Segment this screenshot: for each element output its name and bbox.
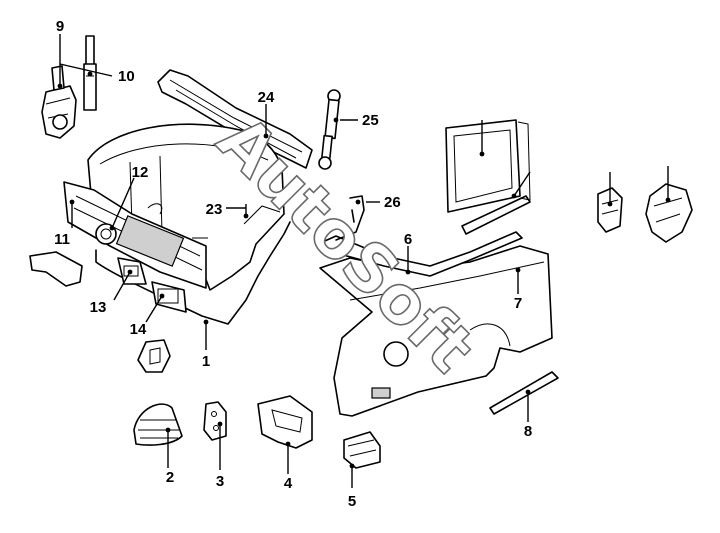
part-22-bracket[interactable]	[335, 195, 365, 241]
leader-dots	[57, 71, 671, 469]
part-23-quarter-glass[interactable]	[445, 119, 531, 213]
callout-3: 3	[216, 473, 224, 490]
callout-12: 12	[132, 164, 149, 181]
part-4-splash-shield[interactable]	[257, 395, 313, 449]
part-2-tail-lamp[interactable]	[133, 403, 183, 446]
part-3-hinge-plate[interactable]	[203, 401, 227, 441]
part-bracket-left[interactable]	[29, 251, 83, 287]
callout-5: 5	[348, 493, 356, 510]
callout-22: 26	[384, 194, 401, 211]
part-24-glass-seal[interactable]	[461, 195, 531, 235]
callout-10: 10	[118, 68, 135, 85]
callout-6: 6	[404, 231, 412, 248]
part-20-cowl-member[interactable]	[157, 69, 313, 169]
part-9-hood-lock[interactable]	[41, 65, 77, 139]
callout-20: 24	[258, 89, 275, 106]
callout-2: 2	[166, 469, 174, 486]
part-8-sill-strip[interactable]	[489, 371, 559, 415]
callout-9: 9	[56, 18, 64, 35]
callout-1: 1	[202, 353, 210, 370]
callout-4: 4	[284, 475, 293, 492]
callout-7: 7	[514, 295, 522, 312]
part-buffer[interactable]	[137, 339, 171, 373]
callout-19: 23	[206, 201, 223, 218]
part-5-housing[interactable]	[343, 431, 381, 469]
callout-8: 8	[524, 423, 532, 440]
part-14-light-housing[interactable]	[151, 281, 187, 313]
part-6-molding[interactable]	[317, 231, 523, 277]
part-21-gas-strut[interactable]	[318, 89, 341, 170]
callout-13: 13	[90, 299, 107, 316]
callout-11: 11	[54, 231, 70, 248]
callout-labels: 9 10 24 25 12 23 26 11 6 7 13 14 1 8 2 3…	[54, 18, 532, 510]
part-26-lock-mechanism[interactable]	[645, 183, 693, 243]
callout-21: 25	[362, 112, 379, 129]
part-11-trim-panel[interactable]	[63, 181, 207, 289]
callout-14: 14	[130, 321, 147, 338]
leader-lines	[59, 34, 669, 488]
